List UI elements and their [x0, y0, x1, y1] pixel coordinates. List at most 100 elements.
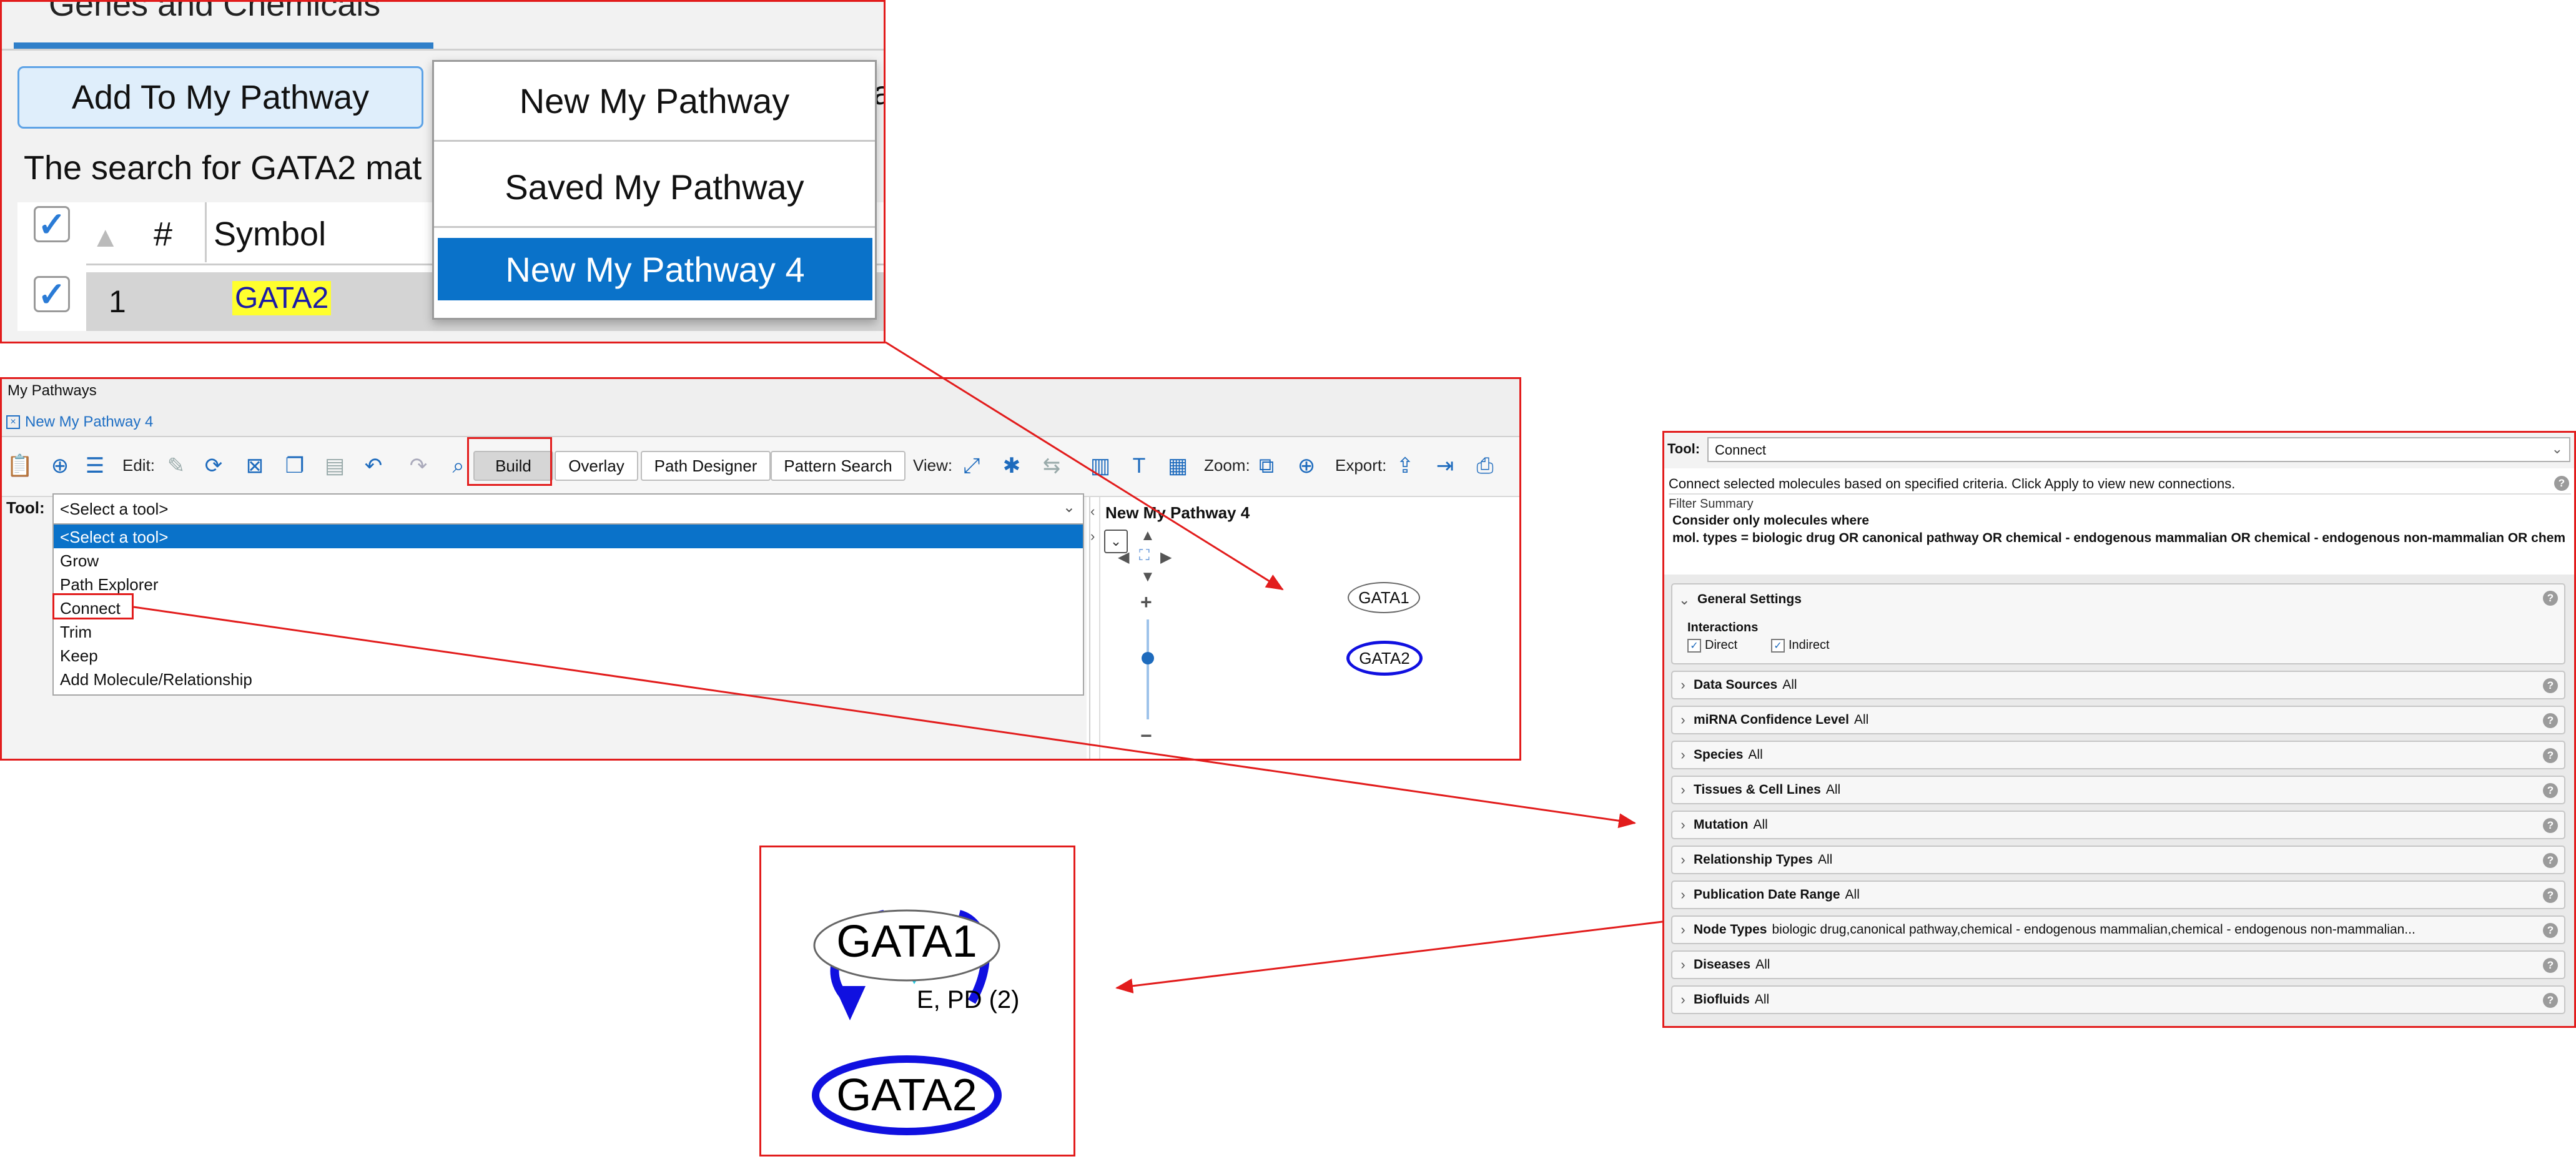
node-gata2[interactable] — [812, 1055, 1002, 1135]
help-icon[interactable]: ? — [2543, 993, 2558, 1008]
chevron-right-icon[interactable]: › — [1680, 957, 1685, 972]
copy-icon[interactable]: ❐ — [285, 454, 305, 478]
column-header-number[interactable]: # — [154, 215, 173, 253]
chevron-down-icon[interactable]: ⌄ — [1062, 499, 1075, 516]
node-gata1[interactable] — [813, 909, 1000, 982]
zoom-in-icon[interactable]: ⊕ — [1297, 454, 1316, 478]
help-icon[interactable]: ? — [2543, 888, 2558, 903]
delete-selected-icon[interactable]: ⊠ — [245, 454, 264, 478]
help-icon[interactable]: ? — [2543, 748, 2558, 763]
help-icon[interactable]: ? — [2543, 713, 2558, 728]
chevron-down-icon[interactable]: ⌄ — [2551, 441, 2563, 456]
refresh-icon[interactable]: ⟳ — [204, 454, 223, 478]
build-button[interactable]: Build — [473, 451, 553, 481]
tool-option-keep[interactable]: Keep — [60, 646, 98, 665]
chevron-left-icon[interactable]: ‹ — [1090, 503, 1095, 519]
legend-icon[interactable]: ▥ — [1090, 454, 1111, 478]
gene-symbol-link[interactable]: GATA2 — [232, 281, 332, 315]
checkbox-checked-icon[interactable]: ✓ — [1687, 638, 1701, 653]
indirect-checkbox[interactable]: ✓Indirect — [1771, 638, 1830, 653]
chevron-right-icon[interactable]: › — [1680, 992, 1685, 1007]
tool-option-select[interactable]: <Select a tool> — [54, 525, 1083, 548]
zoom-region-icon[interactable]: ⧉ — [1258, 453, 1275, 478]
pan-left-icon[interactable]: ◀ — [1118, 549, 1130, 566]
pathway-canvas[interactable]: ‹ › New My Pathway 4 ⌄ ▲ ◀ ⛶ ▶ ▼ + − GAT… — [1089, 497, 1521, 761]
fit-view-icon[interactable]: ⤢ — [963, 453, 980, 478]
help-icon[interactable]: ? — [2543, 853, 2558, 868]
sort-triangle-icon[interactable]: ▲ — [91, 220, 120, 253]
help-icon[interactable]: ? — [2543, 783, 2558, 798]
zoom-plus-icon[interactable]: + — [1140, 591, 1152, 613]
export-pdf-icon[interactable]: ⎙ — [1476, 453, 1494, 478]
path-icon[interactable]: ⇆ — [1042, 454, 1061, 478]
tool-option-add-molecule[interactable]: Add Molecule/Relationship — [60, 670, 252, 689]
table-icon[interactable]: ▦ — [1167, 454, 1188, 478]
pattern-search-button[interactable]: Pattern Search — [771, 451, 906, 481]
node-gata2[interactable]: GATA2 — [1346, 641, 1423, 676]
pan-right-icon[interactable]: ▶ — [1160, 549, 1172, 566]
tool-option-grow[interactable]: Grow — [60, 551, 99, 570]
export-image-icon[interactable]: ⇪ — [1396, 454, 1414, 478]
overlay-button[interactable]: Overlay — [555, 451, 638, 481]
export-table-icon[interactable]: ⇥ — [1436, 454, 1454, 478]
chevron-right-icon[interactable]: › — [1680, 677, 1685, 693]
help-icon[interactable]: ? — [2543, 958, 2558, 973]
checkbox-checked-icon[interactable]: ✓ — [1771, 638, 1785, 653]
select-all-checkbox[interactable]: ✓ — [34, 206, 70, 244]
menu-item-saved-my-pathway[interactable]: Saved My Pathway — [434, 148, 875, 228]
pan-down-icon[interactable]: ▼ — [1140, 568, 1155, 585]
node-gata1[interactable]: GATA1 — [1348, 582, 1420, 613]
layout-icon[interactable]: ✱ — [1002, 454, 1021, 478]
tool-option-trim[interactable]: Trim — [60, 623, 92, 641]
chevron-right-icon[interactable]: › — [1680, 922, 1685, 937]
clipboard-icon[interactable]: 📋 — [6, 454, 34, 478]
text-icon[interactable]: T — [1132, 453, 1146, 478]
tool-option-path-explorer[interactable]: Path Explorer — [60, 575, 159, 594]
menu-item-new-my-pathway-4[interactable]: New My Pathway 4 — [438, 238, 872, 300]
add-molecule-icon[interactable]: ⊕ — [51, 454, 69, 478]
chevron-right-icon[interactable]: › — [1090, 528, 1095, 544]
help-icon[interactable]: ? — [2543, 678, 2558, 693]
help-icon[interactable]: ? — [2554, 476, 2569, 491]
chevron-expanded-icon[interactable]: ⌄ — [1679, 592, 1690, 608]
edit-icon[interactable]: ✎ — [167, 454, 185, 478]
help-icon[interactable]: ? — [2543, 591, 2558, 606]
collapse-splitter[interactable]: ‹ › — [1090, 497, 1100, 761]
zoom-minus-icon[interactable]: − — [1140, 724, 1152, 747]
paste-icon[interactable]: ▤ — [324, 454, 345, 478]
tool-select[interactable]: <Select a tool> ⌄ — [52, 493, 1084, 525]
add-to-my-pathway-button[interactable]: Add To My Pathway — [17, 66, 423, 129]
path-designer-button[interactable]: Path Designer — [641, 451, 771, 481]
fit-to-window-icon[interactable]: ⛶ — [1139, 547, 1150, 564]
list-icon[interactable]: ☰ — [85, 454, 105, 478]
chevron-right-icon[interactable]: › — [1680, 887, 1685, 902]
redo-icon[interactable]: ↷ — [409, 454, 428, 478]
direct-checkbox[interactable]: ✓Direct — [1687, 638, 1737, 653]
collapse-panel-icon[interactable]: ⌄ — [1104, 530, 1128, 553]
column-header-symbol[interactable]: Symbol — [214, 215, 327, 253]
close-tab-icon[interactable]: × — [6, 415, 20, 429]
row-checkbox[interactable]: ✓ — [34, 276, 70, 313]
chevron-right-icon[interactable]: › — [1680, 712, 1685, 727]
tool-option-connect[interactable]: Connect — [60, 599, 121, 618]
undo-icon[interactable]: ↶ — [364, 454, 383, 478]
chevron-right-icon[interactable]: › — [1680, 747, 1685, 762]
zoom-slider-track[interactable] — [1147, 619, 1149, 719]
tab-new-my-pathway-4[interactable]: × New My Pathway 4 — [6, 410, 153, 435]
chevron-right-icon[interactable]: › — [1680, 782, 1685, 797]
pan-up-icon[interactable]: ▲ — [1140, 527, 1155, 544]
chevron-right-icon[interactable]: › — [1680, 817, 1685, 832]
find-icon[interactable]: ⌕ — [452, 453, 465, 478]
general-settings-title[interactable]: General Settings — [1697, 592, 1802, 606]
menu-item-new-my-pathway[interactable]: New My Pathway — [434, 62, 875, 142]
